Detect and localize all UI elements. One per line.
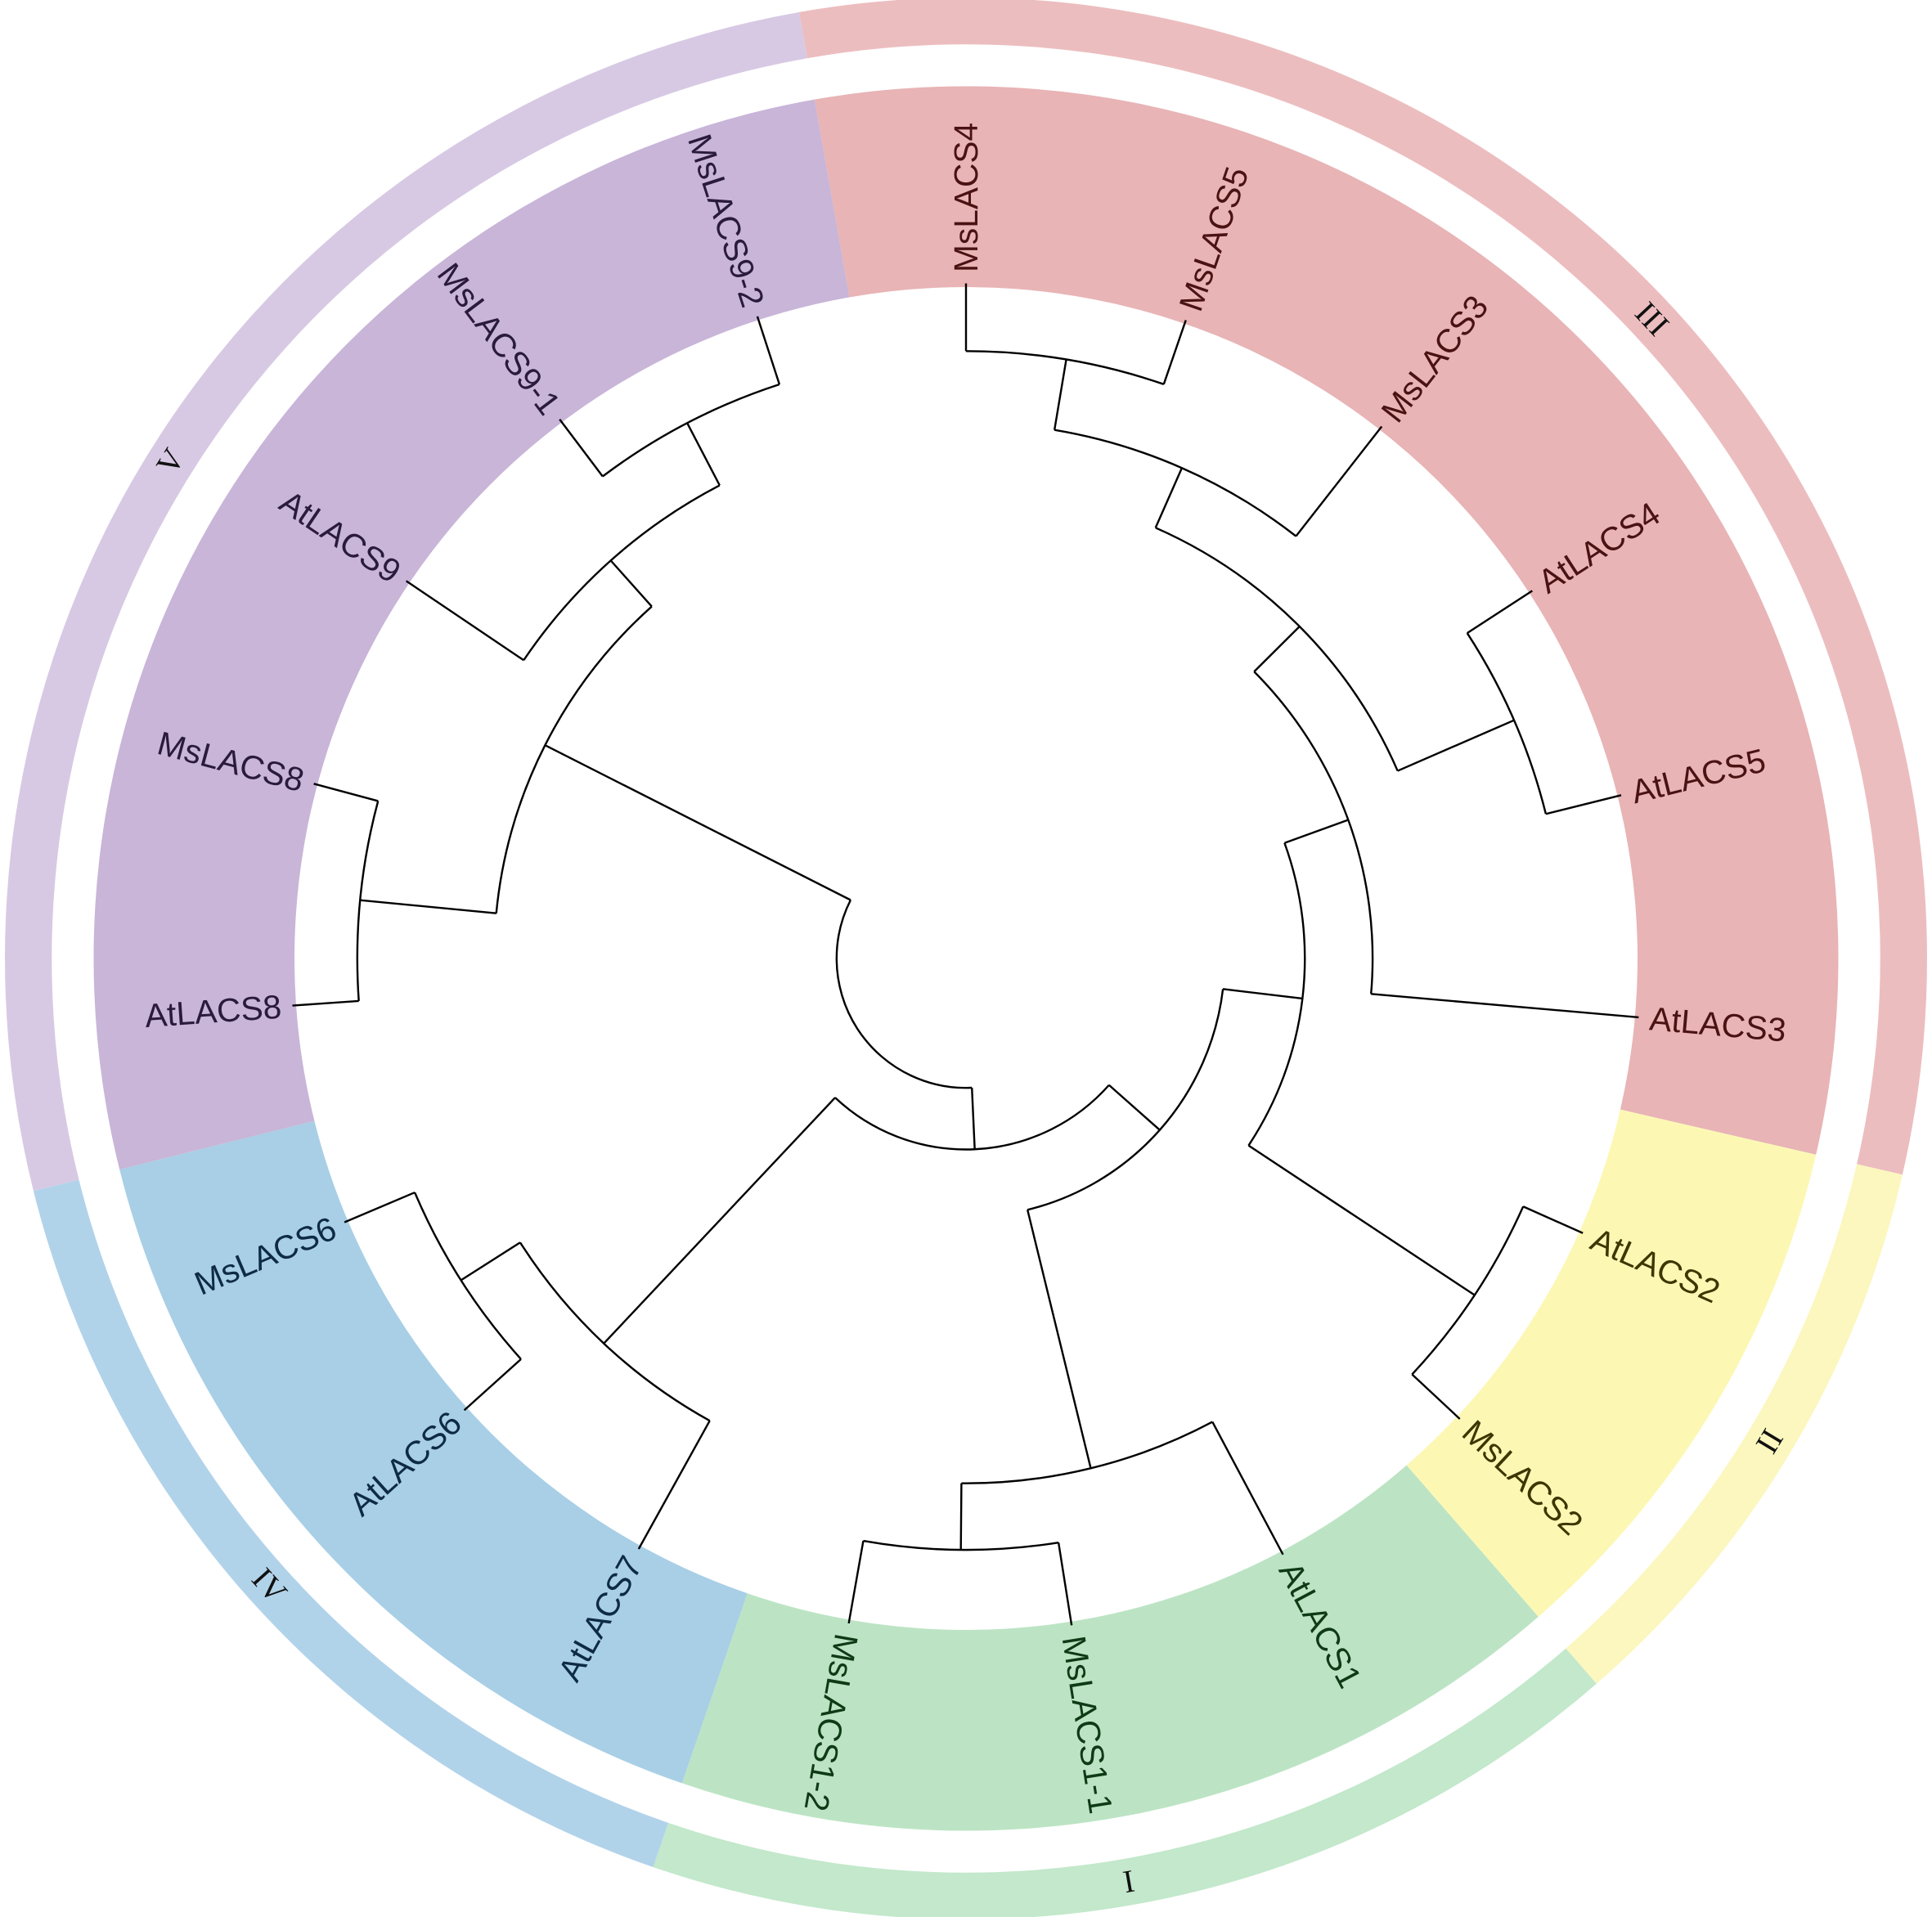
leaf-label: MsLACS4 (947, 123, 985, 272)
branch-arc-Y (1027, 989, 1224, 1211)
clade-band-I (681, 1465, 1539, 1831)
branch-arc-V (495, 605, 653, 914)
branch-line (1222, 988, 1303, 1000)
clade-ring-II (1566, 1164, 1903, 1684)
clade-band-IV (119, 1120, 748, 1784)
branch-line (1108, 1084, 1161, 1131)
branch-line (847, 1540, 865, 1624)
branch-line (1467, 590, 1533, 635)
clade-band-III (814, 86, 1839, 1155)
clade-ring-I (653, 1648, 1597, 1917)
branch-arc-I (961, 1421, 1213, 1484)
branch-line (686, 422, 721, 486)
branch-line (971, 1087, 976, 1150)
tree-branches (292, 283, 1639, 1626)
branch-line (637, 1420, 711, 1550)
branch-line (1053, 359, 1067, 430)
branch-line (1027, 1209, 1092, 1469)
branch-line (1154, 467, 1184, 528)
branch-line (344, 1191, 416, 1223)
branch-line (1397, 719, 1515, 772)
branch-line (559, 419, 604, 478)
clade-band-V (93, 99, 850, 1170)
branch-line (463, 1358, 522, 1412)
branch-line (756, 316, 781, 385)
branch-line (1247, 1144, 1476, 1296)
branch-line (1411, 1373, 1461, 1420)
branch-line (1057, 1542, 1073, 1626)
branch-line (1545, 794, 1622, 815)
branch-line (1162, 320, 1187, 385)
branch-line (544, 744, 851, 901)
clade-ring-IV (33, 1179, 669, 1867)
clade-ring-III (798, 0, 1927, 1175)
branch-line (603, 1097, 836, 1345)
branch-line (1371, 993, 1639, 1019)
branch-line (1522, 1205, 1584, 1234)
branch-line (313, 783, 379, 802)
branch-line (609, 559, 653, 608)
clade-sectors (5, 0, 1927, 1917)
branch-line (1284, 819, 1349, 844)
branch-line (460, 1241, 521, 1282)
branch-line (405, 580, 524, 662)
branch-line (1253, 626, 1301, 673)
branch-line (360, 899, 496, 914)
branch-arc-X (834, 1084, 1110, 1151)
branch-arc-Z (1247, 842, 1306, 1147)
branch-arc-V9 (523, 484, 721, 661)
branch-line (1295, 425, 1383, 537)
clade-band-II (1406, 1109, 1817, 1617)
branch-line (292, 999, 359, 1007)
branch-line (1211, 1421, 1284, 1556)
branch-line (959, 1483, 963, 1551)
branch-arc-Q (1155, 527, 1399, 772)
branch-arc-root (835, 899, 973, 1089)
